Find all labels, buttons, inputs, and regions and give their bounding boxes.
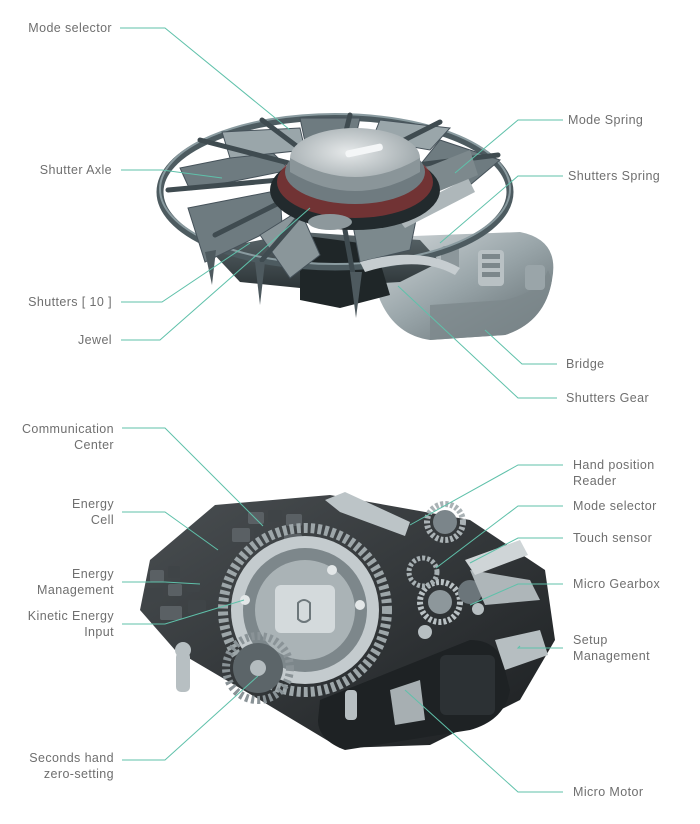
- touch-sensor-part: [465, 540, 528, 575]
- label-mode-spring: Mode Spring: [568, 113, 644, 127]
- micro-motor-part: [318, 640, 510, 750]
- label-kinetic-energy-input: Kinetic Energy Input: [27, 609, 114, 639]
- seconds-hand-zero-gear: [222, 632, 294, 704]
- label-setup-management: Setup Management: [573, 633, 650, 663]
- bottom-assembly: [140, 492, 555, 750]
- label-shutters-spring: Shutters Spring: [568, 169, 661, 183]
- mode-selector-part: [270, 128, 440, 230]
- label-bridge: Bridge: [566, 357, 605, 371]
- label-shutters-gear: Shutters Gear: [566, 391, 650, 405]
- setup-management-part: [495, 630, 548, 670]
- label-jewel: Jewel: [78, 333, 112, 347]
- shutters-spring-part: [360, 254, 460, 275]
- label-energy-cell: Energy Cell: [71, 497, 114, 527]
- hand-position-reader-part: [325, 492, 410, 536]
- label-shutter-axle: Shutter Axle: [39, 163, 112, 177]
- label-micro-gearbox: Micro Gearbox: [573, 577, 661, 591]
- micro-gearbox-part: [406, 501, 540, 625]
- label-energy-management: Energy Management: [37, 567, 114, 597]
- ring-teeth: [205, 250, 362, 318]
- label-communication-center: Communication Center: [21, 422, 114, 452]
- leader-lines: [120, 27, 563, 793]
- posts: [175, 603, 484, 720]
- label-micro-motor: Micro Motor: [573, 785, 644, 799]
- jewel-part: [308, 214, 352, 230]
- label-mode-selector-top: Mode selector: [28, 21, 112, 35]
- label-touch-sensor: Touch sensor: [573, 531, 653, 545]
- label-mode-selector-bottom: Mode selector: [573, 499, 657, 513]
- top-assembly: [156, 112, 554, 340]
- label-hand-position-reader: Hand position Reader: [573, 458, 655, 488]
- label-seconds-hand-zero-setting: Seconds hand zero-setting: [29, 751, 114, 781]
- label-shutters: Shutters [ 10 ]: [28, 295, 112, 309]
